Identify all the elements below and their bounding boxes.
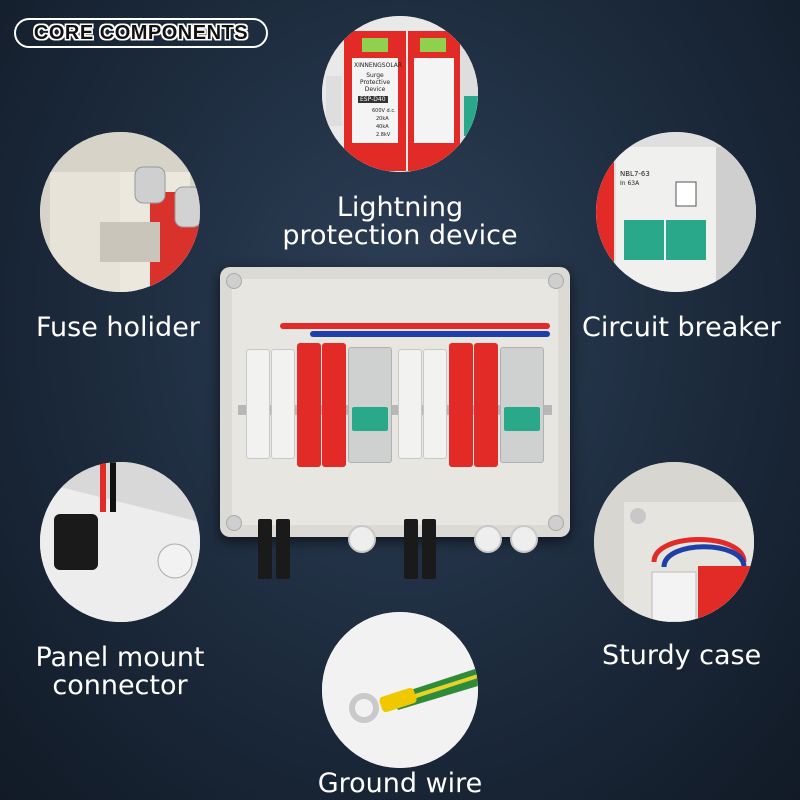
fuse-holder — [423, 349, 447, 459]
panel-connector-image — [40, 462, 200, 622]
panel-connector-label: Panel mount connector — [35, 642, 205, 701]
spd-in-text: 20kA — [376, 116, 389, 122]
fuse-holder-image — [40, 132, 200, 292]
din-rail — [238, 405, 552, 415]
ground-wire-image — [322, 612, 478, 768]
surge-protector — [297, 343, 321, 467]
circuit-breaker — [348, 347, 392, 463]
panel-connector — [422, 519, 436, 579]
lightning-protection-image: XINNENGSOLAR Surge Protective Device ESP… — [322, 16, 478, 172]
box-screw — [548, 515, 564, 531]
surge-protector — [449, 343, 473, 467]
breaker-switch — [352, 407, 388, 431]
fuse-holder — [398, 349, 422, 459]
core-components-badge: CORE COMPONENTS — [14, 18, 268, 48]
box-screw — [548, 273, 564, 289]
spd-title-text: Surge Protective Device — [359, 72, 391, 93]
cable-gland — [474, 525, 502, 553]
box-screw — [226, 273, 242, 289]
sturdy-case-image — [594, 462, 754, 622]
spd-ucpv-text: 600V d.c. — [372, 108, 396, 114]
circuit-breaker — [500, 347, 544, 463]
combiner-box — [220, 267, 570, 579]
box-screw — [226, 515, 242, 531]
circuit-breaker-image: NBL7-63 In 63A — [596, 132, 756, 292]
panel-connector — [404, 519, 418, 579]
breaker-switch — [504, 407, 540, 431]
ground-wire-label: Ground wire — [317, 768, 483, 799]
panel-connector — [258, 519, 272, 579]
circuit-breaker-label: Circuit breaker — [582, 312, 781, 343]
panel-connector — [276, 519, 290, 579]
fuse-holder — [271, 349, 295, 459]
fuse-holder-label: Fuse holider — [36, 312, 200, 343]
fuse-holder — [246, 349, 270, 459]
sturdy-case-label: Sturdy case — [602, 640, 762, 671]
blue-wire — [310, 331, 550, 337]
spd-model-text: ESP-D40 — [358, 96, 388, 103]
lightning-protection-label: Lightning protection device — [282, 192, 518, 251]
surge-protector — [474, 343, 498, 467]
spd-imax-text: 40kA — [376, 124, 389, 130]
cable-gland — [348, 525, 376, 553]
surge-protector — [322, 343, 346, 467]
cable-gland — [510, 525, 538, 553]
spd-brand-text: XINNENGSOLAR — [354, 62, 403, 69]
red-wire — [280, 323, 550, 329]
breaker-rating-text: In 63A — [620, 180, 640, 187]
breaker-model-text: NBL7-63 — [620, 170, 650, 178]
spd-up-text: 2.8kV — [376, 132, 391, 138]
